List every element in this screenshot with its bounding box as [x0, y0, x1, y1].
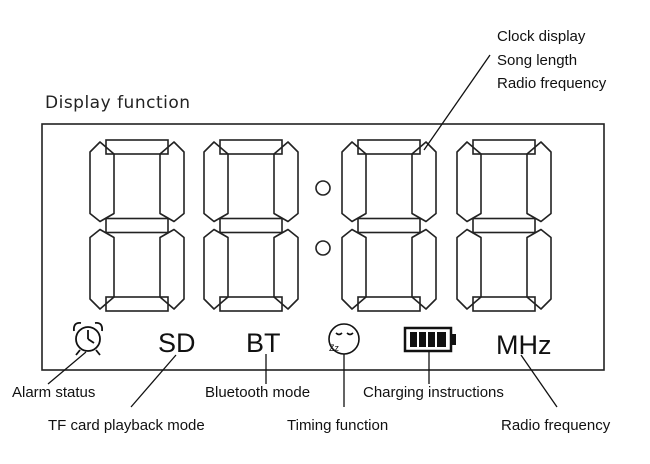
- leader-clock-display: [423, 54, 491, 151]
- digit-4-seg-upper-right: [526, 141, 552, 223]
- sleep-zz-label: Zz: [329, 343, 339, 353]
- digit-3-seg-upper-left: [341, 141, 367, 223]
- leader-alarm: [47, 351, 87, 385]
- digit-4-seg-lower-right: [526, 228, 552, 310]
- digit-1-seg-upper-left: [89, 141, 115, 223]
- callout-clock-display: Clock display: [497, 28, 586, 45]
- bt-indicator: BT: [246, 328, 281, 358]
- digit-2-seg-upper-left: [203, 141, 229, 223]
- display-panel: [41, 123, 605, 371]
- digit-2-seg-upper-right: [273, 141, 299, 223]
- callout-charging-instructions: Charging instructions: [363, 384, 504, 401]
- colon-dot-upper: [315, 180, 331, 196]
- callout-bluetooth-mode: Bluetooth mode: [205, 384, 310, 401]
- digit-3-seg-middle: [357, 217, 421, 234]
- digit-1-seg-lower-right: [159, 228, 185, 310]
- digit-2-seg-middle: [219, 217, 283, 234]
- digit-3-seg-lower-right: [411, 228, 437, 310]
- battery-icon: [403, 326, 456, 353]
- digit-1-seg-upper-right: [159, 141, 185, 223]
- digit-2-seg-lower-right: [273, 228, 299, 310]
- digit-1-seg-lower-left: [89, 228, 115, 310]
- callout-timing-function: Timing function: [287, 417, 388, 434]
- leader-tf-card: [130, 354, 177, 408]
- alarm-clock-icon: [72, 322, 104, 356]
- digit-1-seg-middle: [105, 217, 169, 234]
- mhz-indicator: MHz: [496, 330, 552, 360]
- diagram-title: Display function: [45, 93, 191, 113]
- callout-alarm-status: Alarm status: [12, 384, 95, 401]
- leader-lines: [47, 54, 558, 408]
- colon-dot-lower: [315, 240, 331, 256]
- digit-4-seg-upper-left: [456, 141, 482, 223]
- digit-2-seg-lower-left: [203, 228, 229, 310]
- digit-3-seg-lower-left: [341, 228, 367, 310]
- callout-tf-card: TF card playback mode: [48, 417, 205, 434]
- digit-3-seg-upper-right: [411, 141, 437, 223]
- sd-indicator: SD: [158, 328, 196, 358]
- callout-song-length: Song length: [497, 52, 577, 69]
- seven-segment-digits: [89, 139, 552, 312]
- digit-4-seg-lower-left: [456, 228, 482, 310]
- leader-radio: [520, 354, 558, 408]
- digit-4-seg-middle: [472, 217, 536, 234]
- callout-radio-frequency-top: Radio frequency: [497, 75, 607, 92]
- callout-radio-frequency: Radio frequency: [501, 417, 611, 434]
